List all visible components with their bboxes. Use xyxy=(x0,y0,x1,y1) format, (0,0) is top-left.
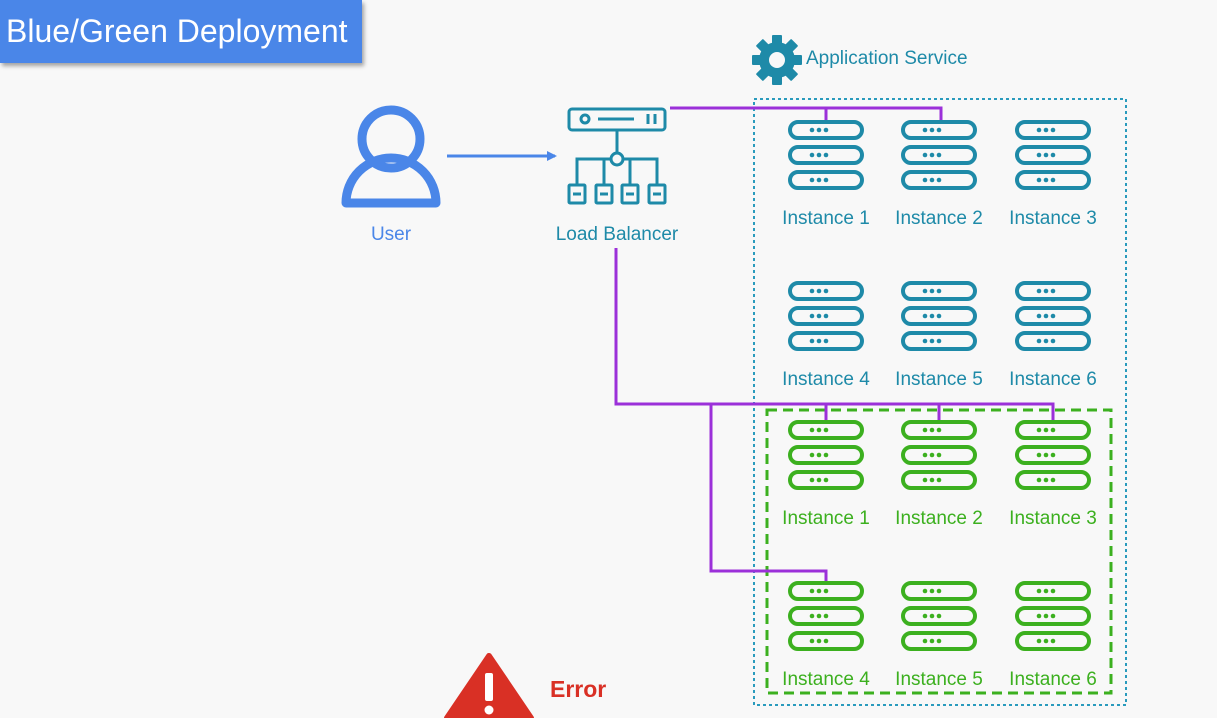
gear-icon xyxy=(752,35,802,85)
server-icon xyxy=(790,283,862,349)
green-servers xyxy=(790,422,1089,649)
server-icon xyxy=(1017,422,1089,488)
server-icon xyxy=(903,283,975,349)
server-icon xyxy=(790,422,862,488)
server-icon xyxy=(1017,583,1089,649)
green-instance-label: Instance 5 xyxy=(895,669,983,691)
server-icon xyxy=(1017,283,1089,349)
blue-instance-label: Instance 5 xyxy=(895,369,983,391)
blue-instance-label: Instance 6 xyxy=(1009,369,1097,391)
green-instance-label: Instance 3 xyxy=(1009,508,1097,530)
green-instance-label: Instance 2 xyxy=(895,508,983,530)
green-instance-label: Instance 6 xyxy=(1009,669,1097,691)
user-label: User xyxy=(371,224,411,246)
server-icon xyxy=(790,583,862,649)
server-icon xyxy=(903,422,975,488)
load-balancer-icon xyxy=(569,109,665,203)
blue-instance-label: Instance 3 xyxy=(1009,208,1097,230)
server-icon xyxy=(790,122,862,188)
server-icon xyxy=(903,583,975,649)
server-icon xyxy=(903,122,975,188)
error-label: Error xyxy=(550,676,606,703)
load-balancer-label: Load Balancer xyxy=(556,224,679,246)
blue-instance-label: Instance 1 xyxy=(782,208,870,230)
user-icon xyxy=(346,110,436,203)
application-service-label: Application Service xyxy=(806,48,968,70)
green-instance-label: Instance 4 xyxy=(782,669,870,691)
green-instance-label: Instance 1 xyxy=(782,508,870,530)
blue-instance-label: Instance 4 xyxy=(782,369,870,391)
warning-icon xyxy=(447,656,531,718)
blue-instance-label: Instance 2 xyxy=(895,208,983,230)
server-icon xyxy=(1017,122,1089,188)
connector-lb-blue xyxy=(670,108,941,122)
blue-servers xyxy=(790,122,1089,349)
